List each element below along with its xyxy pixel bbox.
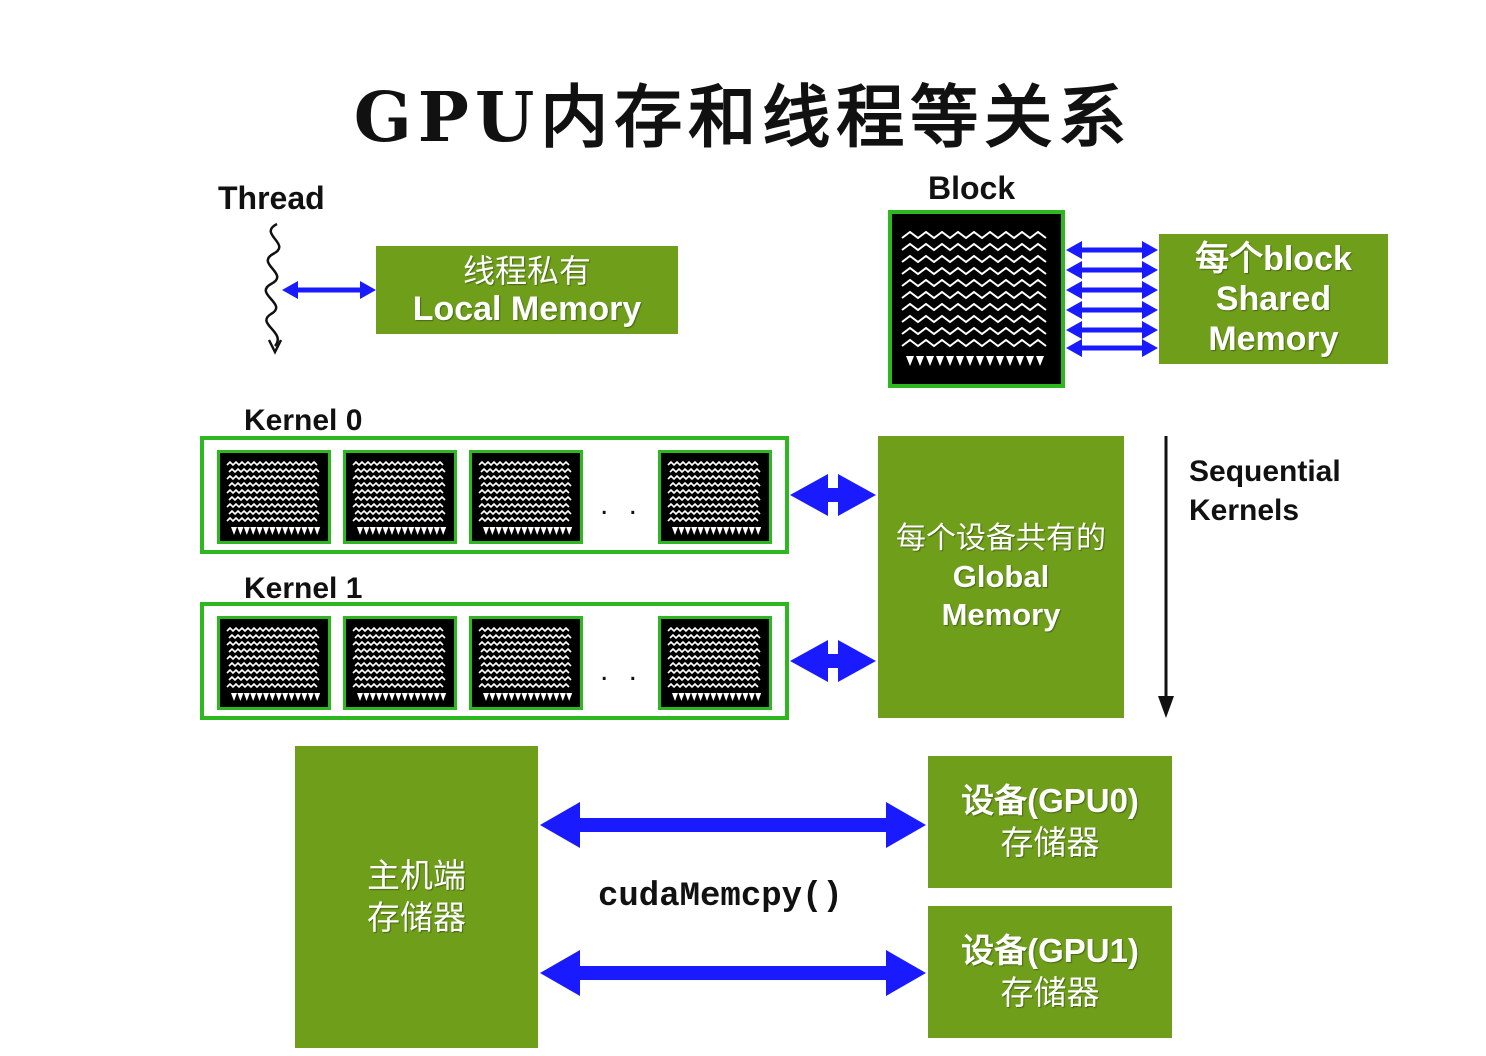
global-memory-box: 每个设备共有的 Global Memory: [878, 436, 1124, 718]
kernel-1-block: [469, 616, 583, 710]
kernel-1-frame: . . .: [200, 602, 789, 720]
kernel-1-global-arrow-icon: [790, 640, 876, 682]
kernel-1-block: [217, 616, 331, 710]
block-threads-icon: [352, 460, 447, 535]
kernel-0-global-arrow-icon: [790, 474, 876, 516]
page-title: GPU内存和线程等关系: [353, 78, 1133, 158]
block-threads-icon: [667, 626, 762, 701]
gpu1-memory-line2: 存储器: [1000, 973, 1100, 1012]
kernel-0-block: [343, 450, 457, 544]
gpu0-memory-line2: 存储器: [1000, 823, 1100, 862]
block-threads-icon: [478, 626, 573, 701]
host-memory-line2: 存储器: [367, 898, 466, 937]
gpu0-memory-line1: 设备(GPU0): [961, 782, 1139, 819]
local-memory-box: 线程私有 Local Memory: [376, 246, 678, 334]
block-threads-icon: [901, 230, 1047, 366]
kernel-1-block: [343, 616, 457, 710]
host-memory-box: 主机端 存储器: [295, 746, 538, 1048]
block-threads-icon: [226, 460, 321, 535]
sequential-arrow-icon: [1158, 436, 1174, 718]
thread-local-arrow-icon: [282, 281, 376, 299]
thread-squiggle-icon: [264, 222, 283, 355]
shared-memory-box: 每个block Shared Memory: [1159, 234, 1388, 364]
shared-memory-line3: Memory: [1208, 320, 1339, 358]
block-thread-grid: [888, 210, 1065, 388]
block-threads-icon: [226, 626, 321, 701]
sequential-kernels-label: Sequential Kernels: [1189, 452, 1341, 530]
local-memory-line1: 线程私有: [462, 252, 591, 290]
shared-memory-line1: 每个block: [1195, 240, 1352, 278]
local-memory-line2: Local Memory: [412, 290, 642, 328]
block-threads-icon: [667, 460, 762, 535]
gpu0-memory-box: 设备(GPU0) 存储器: [928, 756, 1172, 888]
sequential-line1: Sequential: [1189, 455, 1341, 488]
kernel-0-block: [469, 450, 583, 544]
global-memory-line2: Global: [952, 559, 1050, 594]
block-threads-icon: [478, 460, 573, 535]
gpu1-memory-line1: 设备(GPU1): [961, 932, 1139, 969]
host-memory-line1: 主机端: [367, 856, 466, 895]
kernel-0-label: Kernel 0: [244, 404, 363, 437]
host-gpu1-arrow-icon: [540, 950, 926, 996]
global-memory-line3: Memory: [941, 597, 1061, 632]
shared-memory-line2: Shared: [1215, 280, 1332, 318]
host-gpu0-arrow-icon: [540, 802, 926, 848]
kernel-1-block: [658, 616, 772, 710]
kernel-0-block: [658, 450, 772, 544]
block-shared-arrows-icon: [1066, 241, 1158, 357]
block-label: Block: [928, 170, 1016, 206]
gpu1-memory-box: 设备(GPU1) 存储器: [928, 906, 1172, 1038]
sequential-line2: Kernels: [1189, 494, 1300, 527]
kernel-1-ellipsis: . . .: [600, 654, 672, 687]
global-memory-line1: 每个设备共有的: [896, 521, 1106, 556]
thread-label: Thread: [218, 180, 325, 216]
kernel-0-frame: . . .: [200, 436, 789, 554]
cudamemcpy-label: cudaMemcpy(): [598, 878, 843, 916]
block-threads-icon: [352, 626, 447, 701]
kernel-0-ellipsis: . . .: [600, 488, 672, 521]
kernel-0-block: [217, 450, 331, 544]
kernel-1-label: Kernel 1: [244, 572, 363, 605]
